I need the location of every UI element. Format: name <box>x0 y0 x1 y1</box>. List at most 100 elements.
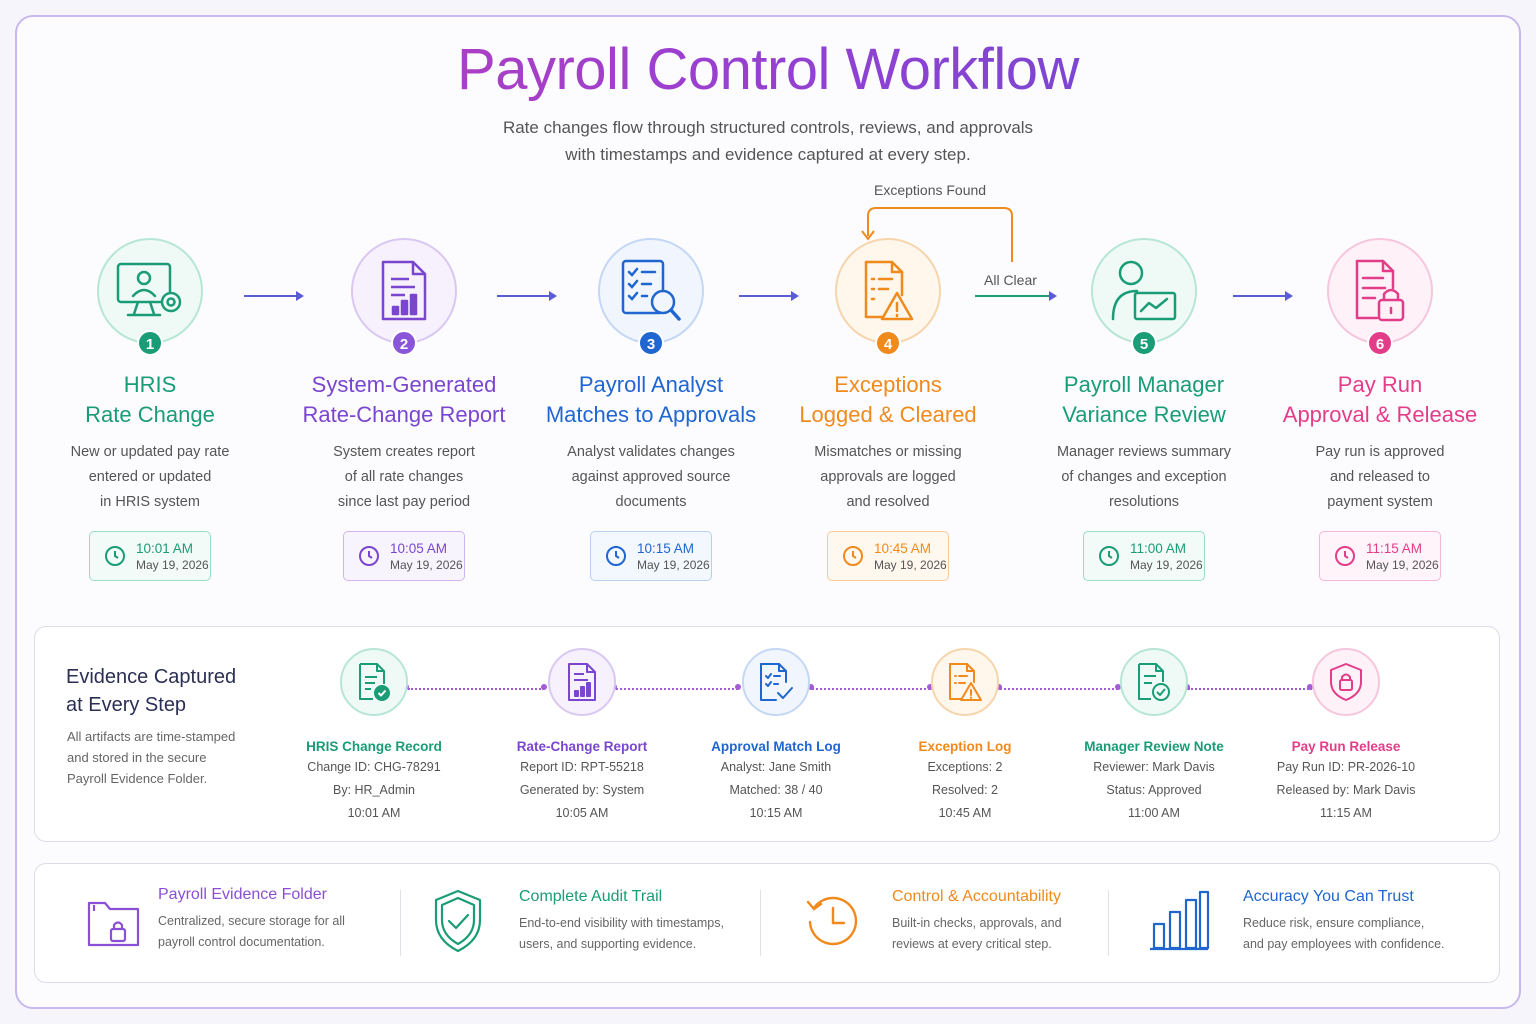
connector-dot <box>1307 684 1313 690</box>
evidence-5-line: Status: Approved <box>1106 783 1202 797</box>
warning-document-icon <box>949 663 982 701</box>
document-check-icon <box>1138 663 1170 701</box>
monitor-gear-icon <box>116 262 182 317</box>
evidence-4-line: Resolved: 2 <box>931 783 998 797</box>
clock-history-icon <box>806 896 858 946</box>
all-clear-arrow <box>975 291 1057 301</box>
clock-icon <box>359 546 379 566</box>
evidence-2-line: Report ID: RPT-55218 <box>520 760 644 774</box>
evidence-4-line: 10:45 AM <box>938 806 992 820</box>
evidence-2-title: Rate-Change Report <box>516 739 648 754</box>
step-1-number: 1 <box>137 330 163 356</box>
clock-icon <box>843 546 863 566</box>
evidence-2-line: 10:05 AM <box>555 806 609 820</box>
evidence-5-title: Manager Review Note <box>1084 739 1224 754</box>
evidence-1-line: By: HR_Admin <box>333 783 415 797</box>
page-subtitle: Rate changes flow through structured con… <box>502 118 1034 164</box>
clock-icon <box>1335 546 1355 566</box>
document-lock-icon <box>1355 259 1405 322</box>
feature-4-description: Reduce risk, ensure compliance,and pay e… <box>1243 916 1445 951</box>
clock-icon <box>1099 546 1119 566</box>
feature-audit-trail: Complete Audit Trail End-to-end visibili… <box>519 887 724 955</box>
evidence-6-line: Pay Run ID: PR-2026-10 <box>1276 760 1416 774</box>
feature-divider <box>400 890 401 956</box>
evidence-6-line: Released by: Mark Davis <box>1276 783 1416 797</box>
evidence-connector <box>408 688 544 690</box>
evidence-4-line: Exceptions: 2 <box>927 760 1003 774</box>
evidence-item-manager-review-note: Manager Review Note Reviewer: Mark Davis… <box>1054 648 1254 825</box>
warning-document-icon <box>864 260 914 321</box>
checklist-search-icon <box>621 259 681 321</box>
step-3-circle: 3 <box>598 238 704 356</box>
checklist-icon <box>760 663 793 701</box>
evidence-5-circle <box>1120 648 1188 716</box>
clock-icon <box>606 546 626 566</box>
features-panel <box>34 863 1500 983</box>
report-chart-icon <box>568 663 596 701</box>
feature-accuracy: Accuracy You Can Trust Reduce risk, ensu… <box>1243 887 1445 955</box>
evidence-6-line: 11:15 AM <box>1320 806 1372 820</box>
connector-dot <box>1115 684 1121 690</box>
evidence-item-exception-log: Exception Log Exceptions: 2 Resolved: 2 … <box>865 648 1065 825</box>
feature-2-description: End-to-end visibility with timestamps,us… <box>519 916 724 951</box>
exceptions-loop-arrow <box>861 207 1013 262</box>
evidence-2-line: Generated by: System <box>519 783 645 797</box>
page-title: Payroll Control Workflow <box>0 36 1536 103</box>
page-frame <box>15 15 1521 1009</box>
evidence-1-circle <box>340 648 408 716</box>
evidence-5-line: Reviewer: Mark Davis <box>1093 760 1215 774</box>
step-6-circle: 6 <box>1327 238 1433 356</box>
evidence-item-pay-run-release: Pay Run Release Pay Run ID: PR-2026-10 R… <box>1246 648 1446 825</box>
evidence-connector <box>1000 688 1118 690</box>
all-clear-label: All Clear <box>984 272 1037 288</box>
connector-dot <box>541 684 547 690</box>
feature-evidence-folder: Payroll Evidence Folder Centralized, sec… <box>158 885 345 953</box>
step-5-circle: 5 <box>1091 238 1197 356</box>
report-chart-icon <box>381 260 427 321</box>
evidence-1-title: HRIS Change Record <box>306 739 442 754</box>
shield-check-icon <box>434 889 482 953</box>
flow-arrow <box>244 291 304 301</box>
feature-2-title: Complete Audit Trail <box>519 888 663 905</box>
flow-arrow <box>497 291 557 301</box>
connector-dot <box>735 684 741 690</box>
evidence-connector <box>812 688 930 690</box>
step-1-circle: 1 <box>97 238 203 356</box>
feature-divider <box>1108 890 1109 956</box>
evidence-3-line: 10:15 AM <box>749 806 803 820</box>
evidence-connector <box>1188 688 1312 690</box>
evidence-3-title: Approval Match Log <box>711 739 841 754</box>
exceptions-found-label: Exceptions Found <box>874 182 987 198</box>
evidence-1-line: Change ID: CHG-78291 <box>307 760 441 774</box>
flow-arrow <box>739 291 799 301</box>
connector-dot <box>808 684 814 690</box>
evidence-item-hris-change-record: HRIS Change Record Change ID: CHG-78291 … <box>274 648 474 825</box>
step-3-number: 3 <box>638 330 664 356</box>
feature-3-title: Control & Accountability <box>892 888 1061 905</box>
evidence-3-line: Matched: 38 / 40 <box>729 783 823 797</box>
folder-lock-icon <box>87 901 140 947</box>
evidence-item-approval-match-log: Approval Match Log Analyst: Jane Smith M… <box>676 648 876 825</box>
shield-lock-icon <box>1330 663 1362 701</box>
connector-dot <box>927 684 933 690</box>
